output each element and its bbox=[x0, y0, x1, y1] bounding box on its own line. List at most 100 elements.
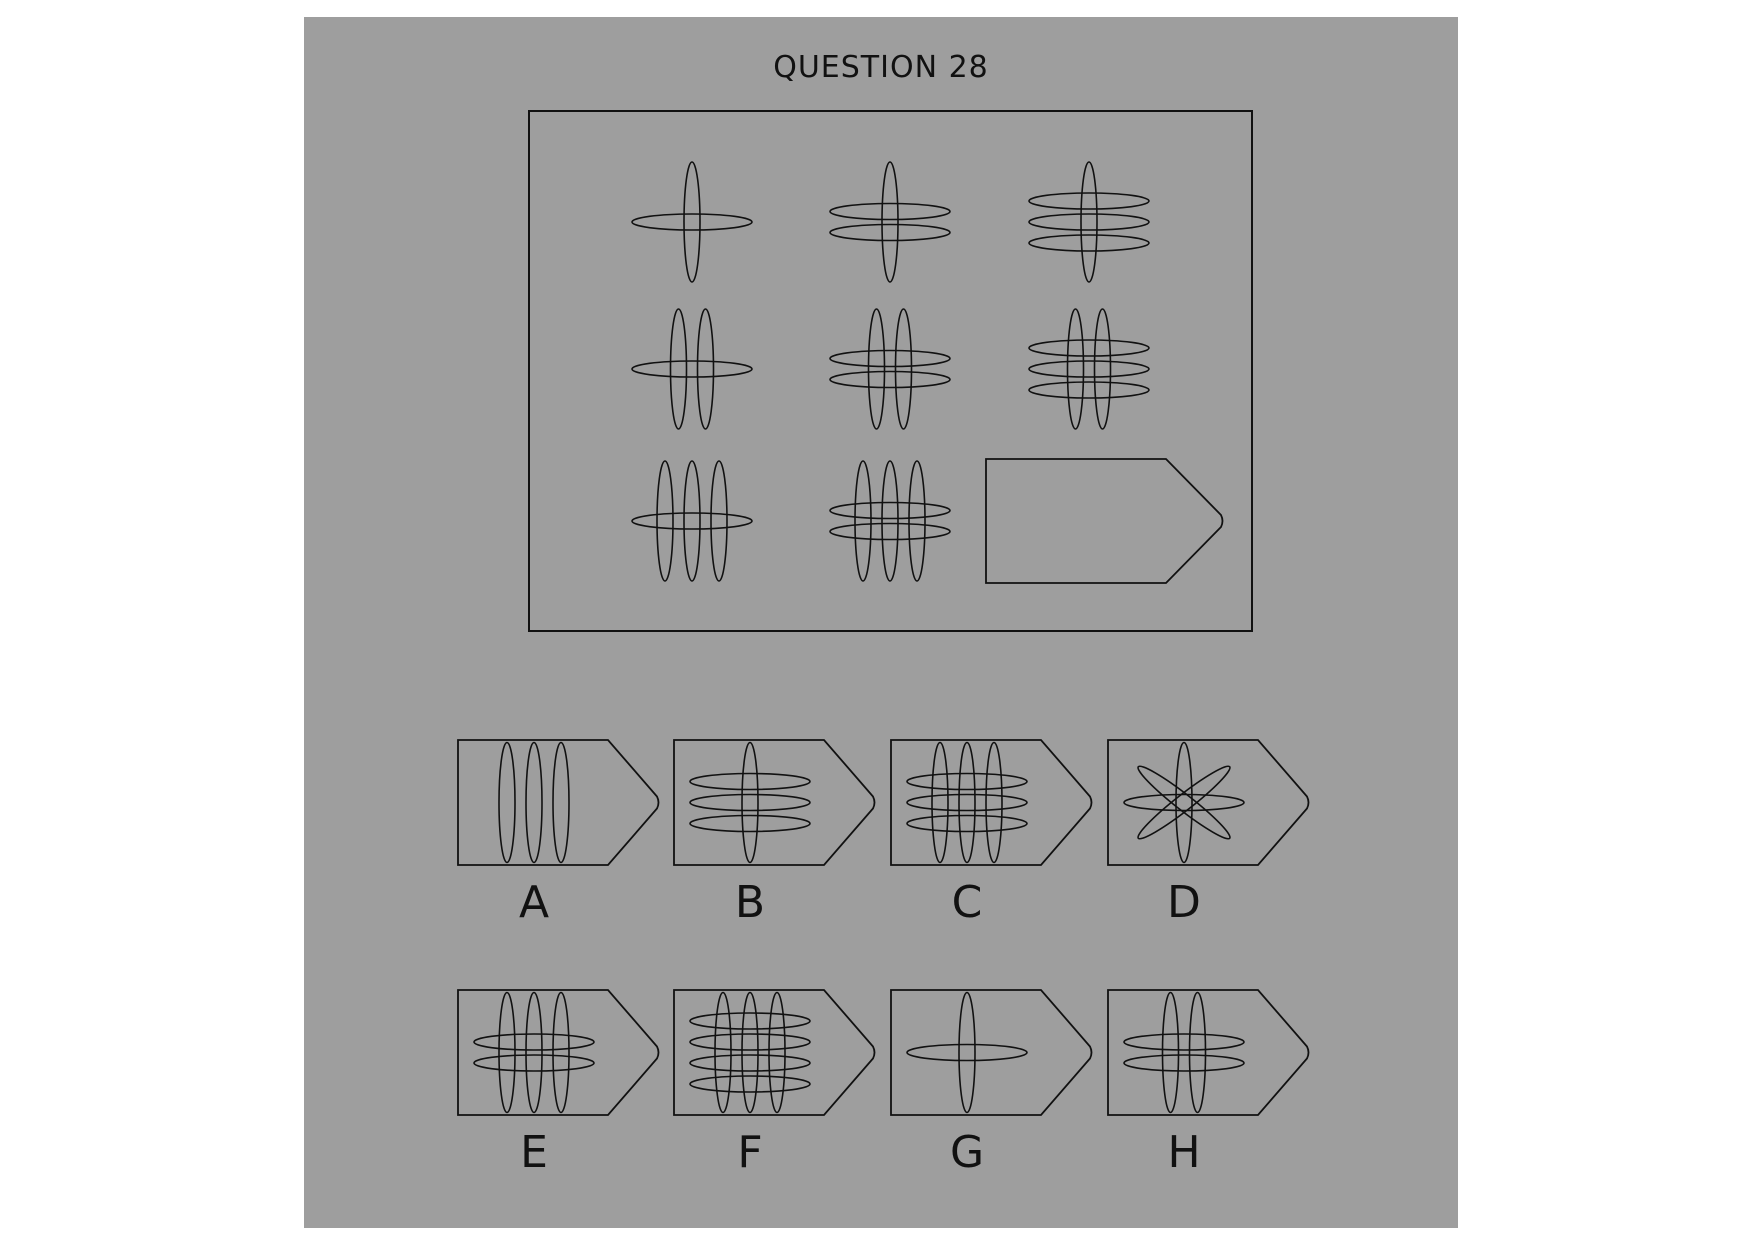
option-g-figure bbox=[906, 991, 1028, 1114]
cell-r2c3-horizontal-ellipse bbox=[1028, 381, 1150, 399]
option-b-horizontal-ellipse bbox=[689, 772, 811, 791]
option-d-figure bbox=[1123, 741, 1245, 864]
option-d-horizontal-ellipse bbox=[1123, 793, 1245, 812]
option-e-figure bbox=[473, 991, 595, 1114]
cell-r3c1-vertical-ellipse bbox=[656, 460, 674, 582]
option-frame bbox=[673, 739, 876, 866]
option-e-horizontal-ellipse bbox=[473, 1054, 595, 1072]
option-label-f[interactable]: F bbox=[737, 1127, 763, 1178]
cell-r1c3-figure bbox=[1028, 161, 1150, 283]
matrix-frame bbox=[528, 110, 1253, 632]
option-c-horizontal-ellipse bbox=[906, 814, 1028, 833]
option-frame bbox=[890, 739, 1093, 866]
option-label-a[interactable]: A bbox=[518, 877, 550, 928]
cell-r2c1-vertical-ellipse bbox=[669, 308, 688, 430]
option-d-diagonal-ellipse bbox=[1137, 765, 1231, 840]
cell-r2c1-vertical-ellipse bbox=[696, 308, 715, 430]
option-a-figure bbox=[498, 741, 570, 864]
cell-r1c2-figure bbox=[829, 161, 951, 283]
option-g-horizontal-ellipse bbox=[906, 1043, 1028, 1062]
cell-r2c3-horizontal-ellipse bbox=[1028, 339, 1150, 357]
question-title: QUESTION 28 bbox=[773, 50, 989, 85]
option-b[interactable] bbox=[673, 739, 876, 866]
cell-r1c2-vertical-ellipse bbox=[881, 161, 899, 283]
option-frame bbox=[457, 989, 660, 1116]
matrix-grid bbox=[631, 161, 1224, 584]
option-d-diagonal-ellipse bbox=[1137, 765, 1231, 840]
cell-r1c3-horizontal-ellipse bbox=[1028, 192, 1150, 210]
option-h-vertical-ellipse bbox=[1161, 991, 1180, 1114]
option-label-h[interactable]: H bbox=[1167, 1127, 1201, 1178]
answer-options bbox=[457, 739, 1310, 1116]
cell-r1c3-horizontal-ellipse bbox=[1028, 213, 1150, 231]
cell-r2c1-figure bbox=[631, 308, 753, 430]
option-b-vertical-ellipse bbox=[741, 741, 759, 864]
option-frame bbox=[1107, 989, 1310, 1116]
option-label-e[interactable]: E bbox=[520, 1127, 548, 1178]
cell-r3c2-horizontal-ellipse bbox=[829, 501, 951, 520]
option-d-vertical-ellipse bbox=[1175, 741, 1193, 864]
cell-r1c1-vertical-ellipse bbox=[683, 161, 701, 283]
option-label-g[interactable]: G bbox=[949, 1127, 985, 1178]
cell-r1c2-horizontal-ellipse bbox=[829, 223, 951, 242]
cell-r2c3-vertical-ellipse bbox=[1066, 308, 1085, 430]
cell-r1c2-horizontal-ellipse bbox=[829, 202, 951, 221]
cell-r1c1-figure bbox=[631, 161, 753, 283]
cell-r3c2-vertical-ellipse bbox=[854, 460, 872, 582]
cell-r1c3-vertical-ellipse bbox=[1080, 161, 1098, 283]
option-frame bbox=[890, 989, 1093, 1116]
option-f-horizontal-ellipse bbox=[689, 1075, 811, 1093]
cell-r2c2-horizontal-ellipse bbox=[829, 349, 951, 368]
option-c[interactable] bbox=[890, 739, 1093, 866]
option-g[interactable] bbox=[890, 989, 1093, 1116]
option-f-vertical-ellipse bbox=[768, 991, 786, 1114]
cell-r3c2-figure bbox=[829, 460, 951, 582]
option-b-figure bbox=[689, 741, 811, 864]
option-a[interactable] bbox=[457, 739, 660, 866]
option-h-horizontal-ellipse bbox=[1123, 1033, 1245, 1051]
option-d[interactable] bbox=[1107, 739, 1310, 866]
option-f-vertical-ellipse bbox=[741, 991, 759, 1114]
cell-r2c2-horizontal-ellipse bbox=[829, 370, 951, 389]
option-h-figure bbox=[1123, 991, 1245, 1114]
option-h[interactable] bbox=[1107, 989, 1310, 1116]
option-f[interactable] bbox=[673, 989, 876, 1116]
option-label-c[interactable]: C bbox=[951, 877, 983, 928]
cell-r2c2-figure bbox=[829, 308, 951, 430]
cell-r3c2-vertical-ellipse bbox=[908, 460, 926, 582]
cell-r3c2-horizontal-ellipse bbox=[829, 522, 951, 541]
option-f-horizontal-ellipse bbox=[689, 1054, 811, 1072]
option-h-horizontal-ellipse bbox=[1123, 1054, 1245, 1072]
cell-r2c3-figure bbox=[1028, 308, 1150, 430]
option-b-horizontal-ellipse bbox=[689, 814, 811, 833]
cell-r3c1-horizontal-ellipse bbox=[631, 512, 753, 530]
option-c-vertical-ellipse bbox=[958, 741, 976, 864]
cell-r2c3-vertical-ellipse bbox=[1093, 308, 1112, 430]
option-f-figure bbox=[689, 991, 811, 1114]
option-e-vertical-ellipse bbox=[498, 991, 516, 1114]
cell-r2c3-horizontal-ellipse bbox=[1028, 360, 1150, 378]
option-e-horizontal-ellipse bbox=[473, 1033, 595, 1051]
missing-cell-placeholder bbox=[985, 458, 1224, 584]
cell-r2c2-vertical-ellipse bbox=[867, 308, 886, 430]
option-label-d[interactable]: D bbox=[1167, 877, 1201, 928]
cell-r1c1-horizontal-ellipse bbox=[631, 213, 753, 231]
option-b-horizontal-ellipse bbox=[689, 793, 811, 812]
cell-r3c1-figure bbox=[631, 460, 753, 582]
option-frame bbox=[457, 739, 660, 866]
cell-r3c2-vertical-ellipse bbox=[881, 460, 899, 582]
option-f-horizontal-ellipse bbox=[689, 1012, 811, 1030]
cell-r2c1-horizontal-ellipse bbox=[631, 360, 753, 378]
option-h-vertical-ellipse bbox=[1188, 991, 1207, 1114]
option-c-vertical-ellipse bbox=[985, 741, 1003, 864]
option-a-vertical-ellipse bbox=[525, 741, 543, 864]
option-e[interactable] bbox=[457, 989, 660, 1116]
option-a-vertical-ellipse bbox=[498, 741, 516, 864]
option-label-b[interactable]: B bbox=[734, 877, 766, 928]
option-g-vertical-ellipse bbox=[958, 991, 976, 1114]
cell-r1c3-horizontal-ellipse bbox=[1028, 234, 1150, 252]
option-e-vertical-ellipse bbox=[552, 991, 570, 1114]
option-frame bbox=[1107, 739, 1310, 866]
cell-r3c1-vertical-ellipse bbox=[710, 460, 728, 582]
